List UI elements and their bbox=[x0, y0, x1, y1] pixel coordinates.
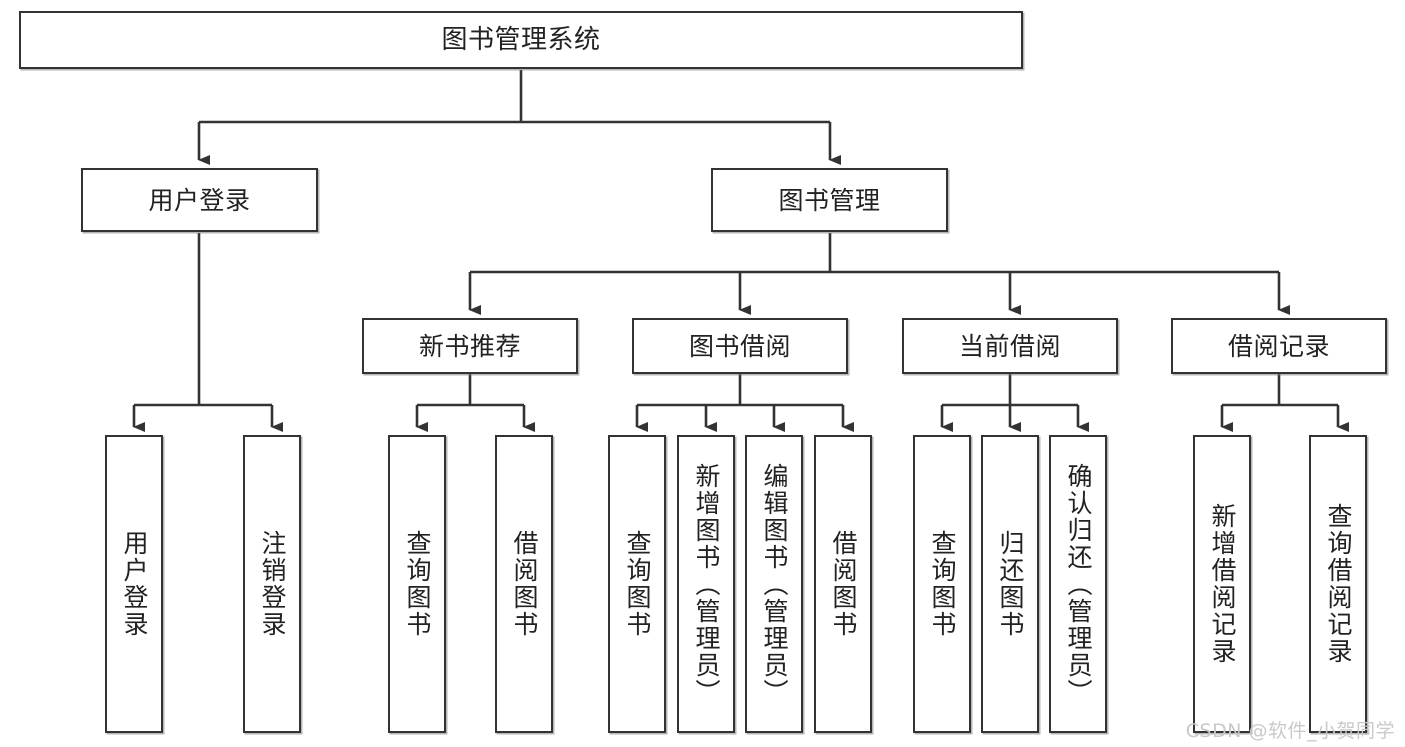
node-label: 用户登录 bbox=[120, 530, 149, 638]
node-label: 编辑图书（管理员） bbox=[760, 462, 789, 706]
leaf-borrow-record-add-record[interactable]: 新增借阅记录 bbox=[1193, 435, 1251, 733]
leaf-user-login-login[interactable]: 用户登录 bbox=[105, 435, 163, 733]
leaf-current-borrow-confirm-return-admin[interactable]: 确认归还（管理员） bbox=[1049, 435, 1107, 733]
node-label: 借阅图书 bbox=[510, 530, 539, 638]
node-label: 归还图书 bbox=[996, 530, 1025, 638]
leaf-user-login-logout[interactable]: 注销登录 bbox=[243, 435, 301, 733]
node-label: 用户登录 bbox=[148, 185, 251, 215]
watermark: CSDN @软件_小贺同学 bbox=[1185, 720, 1395, 742]
node-label: 新书推荐 bbox=[418, 331, 521, 361]
node-label: 当前借阅 bbox=[958, 331, 1061, 361]
leaf-current-borrow-query-book[interactable]: 查询图书 bbox=[913, 435, 971, 733]
node-label: 查询图书 bbox=[623, 530, 652, 638]
node-label: 查询图书 bbox=[928, 530, 957, 638]
leaf-book-borrow-edit-book-admin[interactable]: 编辑图书（管理员） bbox=[745, 435, 803, 733]
leaf-new-book-query-book[interactable]: 查询图书 bbox=[388, 435, 446, 733]
node-label: 确认归还（管理员） bbox=[1064, 462, 1093, 706]
node-label: 新增借阅记录 bbox=[1208, 503, 1237, 665]
node-root-book-management-system[interactable]: 图书管理系统 bbox=[19, 11, 1023, 69]
node-label: 查询借阅记录 bbox=[1324, 503, 1353, 665]
leaf-book-borrow-query-book[interactable]: 查询图书 bbox=[608, 435, 666, 733]
leaf-new-book-borrow-book[interactable]: 借阅图书 bbox=[495, 435, 553, 733]
node-book-borrow[interactable]: 图书借阅 bbox=[632, 318, 848, 374]
node-label: 借阅图书 bbox=[829, 530, 858, 638]
leaf-current-borrow-return-book[interactable]: 归还图书 bbox=[981, 435, 1039, 733]
node-user-login[interactable]: 用户登录 bbox=[81, 168, 318, 232]
node-new-book-recommend[interactable]: 新书推荐 bbox=[362, 318, 578, 374]
leaf-borrow-record-query-record[interactable]: 查询借阅记录 bbox=[1309, 435, 1367, 733]
node-label: 图书借阅 bbox=[688, 331, 791, 361]
node-label: 查询图书 bbox=[403, 530, 432, 638]
node-borrow-record[interactable]: 借阅记录 bbox=[1171, 318, 1387, 374]
node-label: 图书管理 bbox=[778, 185, 881, 215]
node-label: 图书管理系统 bbox=[441, 24, 601, 55]
node-label: 借阅记录 bbox=[1227, 331, 1330, 361]
node-book-management[interactable]: 图书管理 bbox=[711, 168, 948, 232]
node-label: 注销登录 bbox=[258, 530, 287, 638]
leaf-book-borrow-add-book-admin[interactable]: 新增图书（管理员） bbox=[677, 435, 735, 733]
leaf-book-borrow-borrow-book[interactable]: 借阅图书 bbox=[814, 435, 872, 733]
node-current-borrow[interactable]: 当前借阅 bbox=[902, 318, 1118, 374]
node-label: 新增图书（管理员） bbox=[692, 462, 721, 706]
